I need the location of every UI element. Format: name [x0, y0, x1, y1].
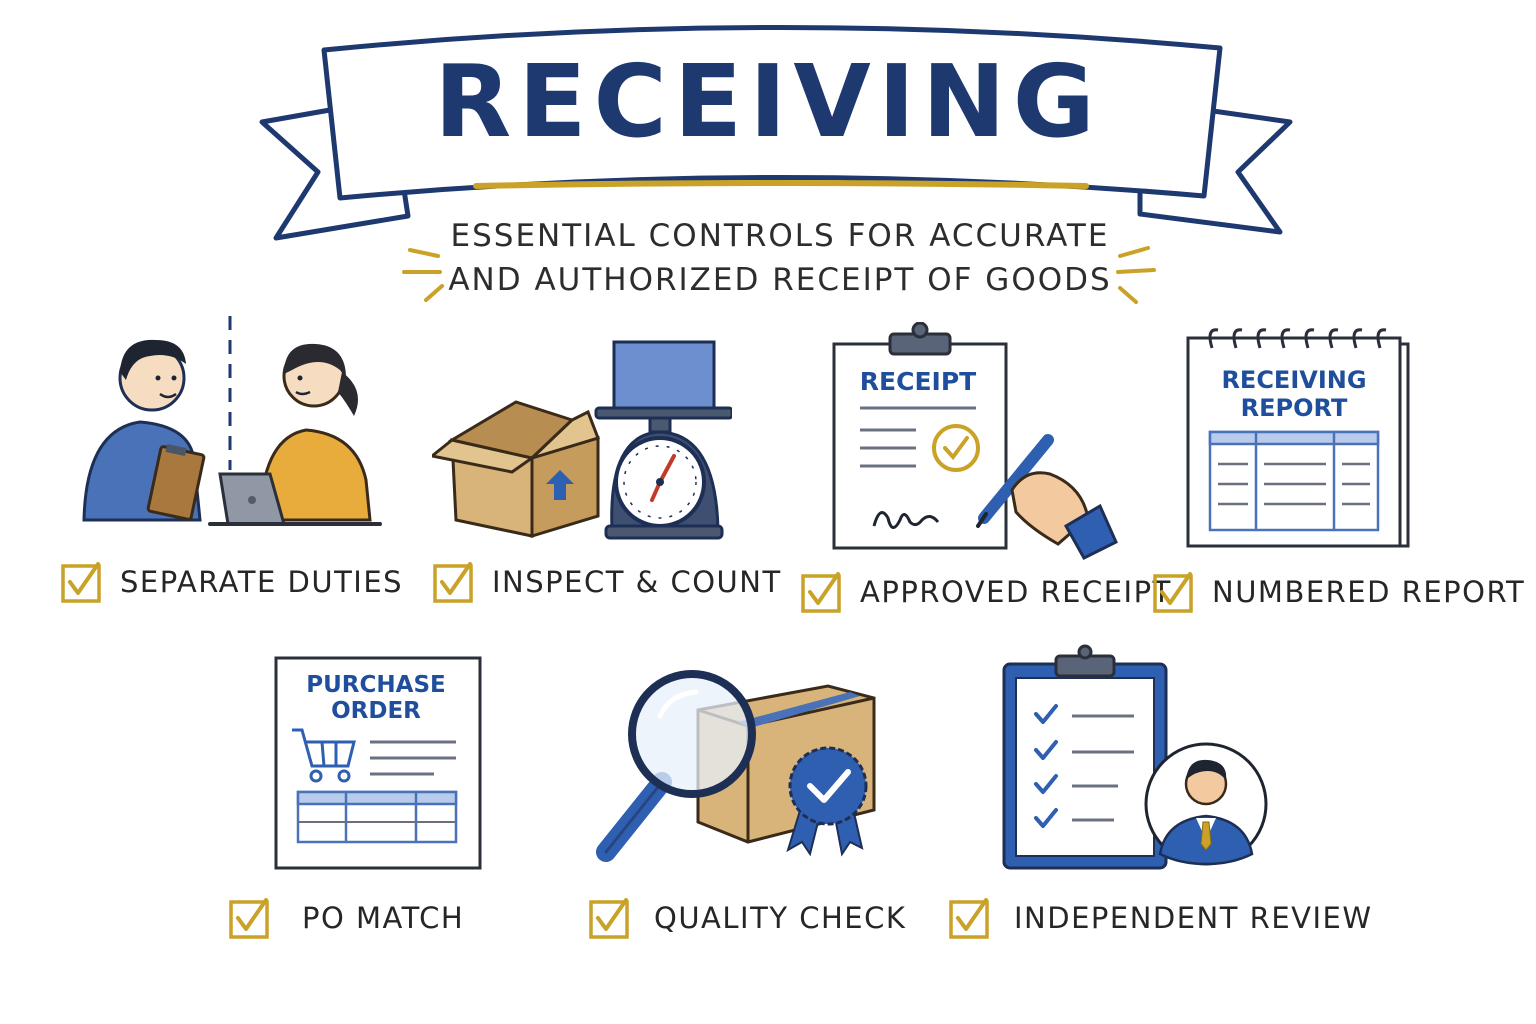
subtitle-line-1: ESSENTIAL CONTROLS FOR ACCURATE [450, 218, 1110, 254]
magnifier-box-icon [596, 670, 876, 862]
control-label-text: INSPECT & COUNT [492, 565, 782, 599]
title-banner [259, 25, 1293, 304]
control-label: SEPARATE DUTIES [60, 560, 403, 604]
control-po-match: PURCHASE ORDER PO MATCH [228, 654, 508, 954]
control-label-text: APPROVED RECEIPT [860, 575, 1172, 609]
control-label: PO MATCH [228, 896, 464, 940]
control-label-text: NUMBERED REPORT [1212, 575, 1526, 609]
control-label: INDEPENDENT REVIEW [948, 896, 1373, 940]
magnifier-icon [628, 670, 756, 798]
box-scale-icon [432, 340, 732, 540]
control-label: INSPECT & COUNT [432, 560, 782, 604]
checkbox-checked-icon [801, 572, 841, 613]
page-subtitle: ESSENTIAL CONTROLS FOR ACCURATE AND AUTH… [420, 214, 1140, 302]
checkbox-checked-icon [589, 898, 629, 939]
people-icon [82, 316, 382, 526]
clipboard-reviewer-icon [1002, 644, 1268, 870]
po-title-line-2: ORDER [331, 698, 421, 724]
control-label: APPROVED RECEIPT [800, 570, 1172, 614]
report-title-line-2: REPORT [1241, 394, 1348, 422]
po-title-line-1: PURCHASE [306, 672, 445, 698]
quality-seal-icon [788, 746, 868, 826]
control-quality-check: QUALITY CHECK [588, 654, 905, 954]
checkbox-checked-icon [949, 898, 989, 939]
control-inspect-count: INSPECT & COUNT [432, 330, 780, 630]
control-label-text: PO MATCH [302, 901, 465, 935]
checkbox-checked-icon [1153, 572, 1193, 613]
checklist-icon [1034, 704, 1058, 828]
control-label: QUALITY CHECK [588, 896, 906, 940]
report-title-line-1: RECEIVING [1221, 366, 1366, 394]
control-numbered-report: RECEIVING REPORT NUMBERED REPORT [1153, 322, 1524, 630]
receipt-title: RECEIPT [860, 367, 976, 396]
spark-icon [402, 248, 444, 302]
report-calendar-icon: RECEIVING REPORT [1186, 328, 1410, 548]
checkbox-checked-icon [61, 562, 101, 603]
checkbox-checked-icon [433, 562, 473, 603]
subtitle-line-2: AND AUTHORIZED RECEIPT OF GOODS [448, 262, 1112, 298]
shopping-cart-icon [292, 728, 356, 783]
spark-icon [1116, 246, 1156, 304]
approved-check-icon [932, 424, 980, 472]
control-approved-receipt: RECEIPT APPROVED RECEIPT [800, 322, 1170, 630]
page-title: RECEIVING [434, 43, 1102, 160]
spiral-binding-icon [1208, 328, 1387, 349]
control-label-text: SEPARATE DUTIES [120, 565, 404, 599]
control-label-text: INDEPENDENT REVIEW [1014, 901, 1373, 935]
control-independent-review: INDEPENDENT REVIEW [948, 644, 1371, 954]
purchase-order-icon: PURCHASE ORDER [274, 656, 482, 870]
control-label: NUMBERED REPORT [1152, 570, 1525, 614]
checkbox-checked-icon [229, 898, 269, 939]
signed-receipt-icon: RECEIPT [832, 322, 1118, 560]
control-label-text: QUALITY CHECK [654, 901, 907, 935]
control-separate-duties: SEPARATE DUTIES [61, 310, 402, 630]
